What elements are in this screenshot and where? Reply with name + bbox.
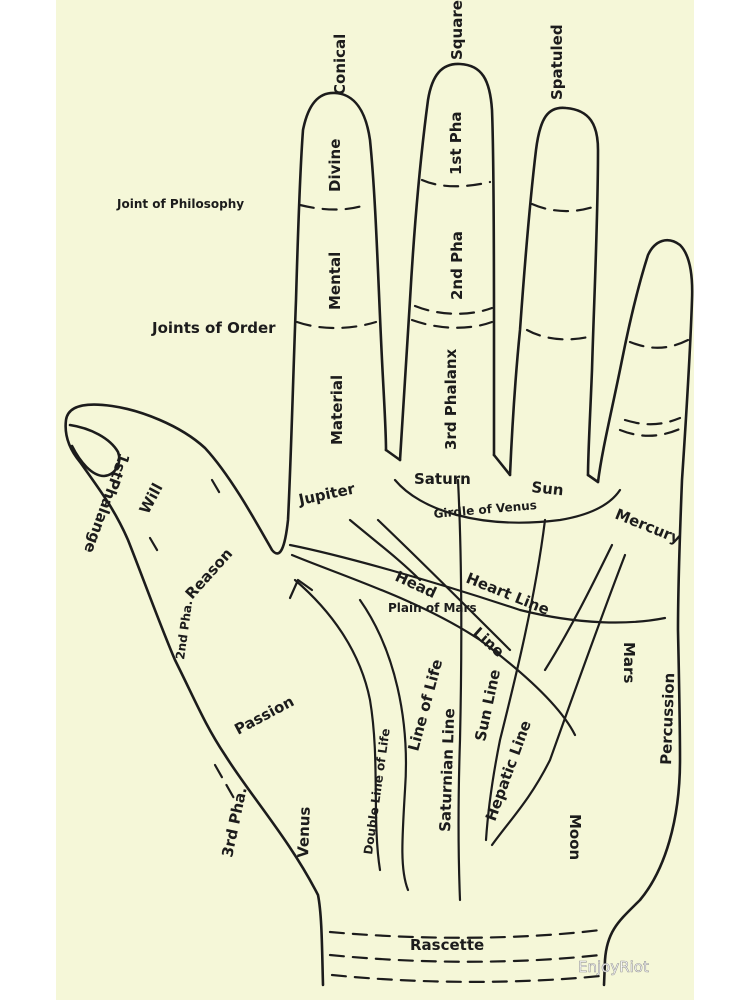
label-girdle-of-venus: Girdle of Venus	[433, 498, 537, 521]
label-2nd-pha: 2nd Pha	[448, 231, 466, 300]
label-mars: Mars	[620, 642, 638, 683]
life-line	[293, 578, 382, 872]
saturnian-line	[456, 478, 463, 902]
arrow-head	[288, 578, 314, 600]
label-conical: Conical	[331, 34, 349, 95]
label-double-line-of-life: Double Line of Life	[361, 728, 393, 856]
label-2nd-pha-thumb: 2nd Pha.	[173, 599, 195, 660]
label-saturnian-line: Saturnian Line	[436, 708, 458, 832]
mercury-line	[543, 543, 614, 672]
label-reason: Reason	[182, 545, 237, 603]
label-3rd-pha-thumb: 3rd Pha.	[218, 785, 250, 858]
label-rascette: Rascette	[410, 936, 484, 954]
label-spatuled: Spatuled	[548, 24, 566, 100]
label-passion: Passion	[231, 692, 297, 738]
plain-line-2	[348, 518, 422, 582]
label-plain-of-mars: Plain of Mars	[388, 601, 477, 615]
head-line	[290, 553, 577, 737]
label-will: Will	[136, 480, 167, 517]
label-sun: Sun	[531, 478, 565, 499]
label-1st-pha: 1st Pha	[447, 111, 465, 175]
label-mercury: Mercury	[613, 505, 684, 548]
girdle-of-venus-curve	[393, 478, 622, 524]
card-background	[56, 0, 694, 1000]
label-mental: Mental	[326, 252, 344, 310]
label-3rd-phalanx: 3rd Phalanx	[442, 348, 460, 450]
rascette-lines	[328, 928, 602, 983]
label-1st-phalange: 1stPhalange	[80, 451, 133, 556]
label-square: Square	[448, 0, 466, 60]
label-material: Material	[328, 375, 346, 445]
label-venus: Venus	[294, 806, 314, 858]
label-moon: Moon	[566, 814, 584, 860]
thumb-nail	[68, 423, 121, 478]
label-heart-line: Heart Line	[464, 569, 553, 619]
heart-line	[288, 543, 667, 624]
label-divine: Divine	[326, 139, 344, 192]
hepatic-line	[490, 553, 627, 847]
label-saturn: Saturn	[414, 470, 471, 488]
finger-joints	[295, 178, 690, 437]
sun-line	[484, 518, 547, 842]
watermark: EnjoyRiot	[578, 958, 649, 976]
label-sun-line: Sun Line	[471, 668, 504, 743]
plain-line-1	[376, 518, 512, 652]
double-life-line	[358, 598, 410, 892]
palm-lines	[288, 478, 667, 902]
hand-outline	[64, 62, 694, 987]
label-percussion: Percussion	[657, 672, 678, 765]
label-line: Line	[469, 624, 507, 661]
thumb-joints	[148, 478, 237, 802]
label-joint-philosophy: Joint of Philosophy	[116, 197, 244, 211]
label-joints-order: Joints of Order	[151, 319, 276, 337]
label-jupiter: Jupiter	[296, 479, 357, 509]
